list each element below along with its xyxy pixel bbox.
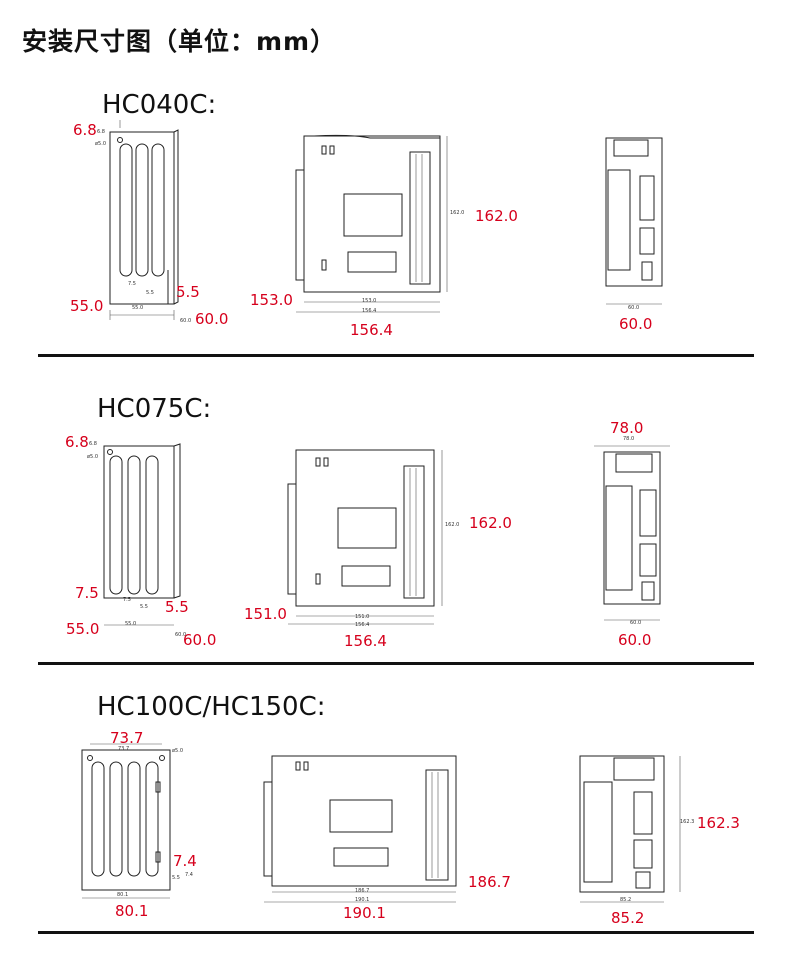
tiny-label: 162.0 [445,522,460,528]
tiny-label: 55.0 [125,621,137,627]
side-view-diagram [103,443,181,626]
tiny-label: ø5.0 [95,141,107,147]
body-view-diagram [263,755,457,903]
tiny-label: 60.0 [180,318,192,324]
dimension-label: 153.0 [250,291,293,309]
dimension-label: 190.1 [343,904,386,922]
tiny-label: 55.0 [132,305,144,311]
tiny-label: ø5.0 [87,454,99,460]
dimension-label: 7.5 [75,584,99,602]
side-view-diagram [109,120,179,320]
tiny-label: 78.0 [623,436,635,442]
tiny-label: 190.1 [355,897,370,903]
dimension-label: 6.8 [73,121,97,139]
front-view-diagram [594,445,670,621]
dimension-label: 151.0 [244,605,287,623]
body-view-diagram [287,449,443,625]
front-view-diagram [605,137,663,305]
tiny-label: 162.0 [450,210,465,216]
dimension-label: 162.0 [469,514,512,532]
front-view-diagram [579,755,681,903]
tiny-label: 6.8 [89,441,97,447]
tiny-label: 7.5 [128,281,136,287]
tiny-label: 60.0 [628,305,640,311]
side-view-diagram [81,743,171,899]
dimension-label: 156.4 [350,321,393,339]
dimension-label: 78.0 [610,419,644,437]
dimension-label: 80.1 [115,902,149,920]
dimension-label: 73.7 [110,729,144,747]
section-divider [38,662,754,665]
section-divider [38,354,754,357]
tiny-label: 7.4 [185,872,193,878]
dimension-label: 85.2 [611,909,645,927]
tiny-label: 162.3 [680,819,695,825]
body-view-diagram [295,134,448,313]
model-label-hc075c: HC075C: [97,394,212,424]
model-label-hc100c-hc150c: HC100C/HC150C: [97,692,326,722]
tiny-label: 156.4 [362,308,377,314]
tiny-label: 73.7 [118,746,130,752]
tiny-label: 153.0 [362,298,377,304]
dimension-label: 60.0 [183,631,217,649]
tiny-label: 5.5 [172,875,180,881]
dimension-label: 5.5 [165,598,189,616]
tiny-label: 60.0 [630,620,642,626]
dimension-label: 60.0 [619,315,653,333]
dimension-label: 55.0 [70,297,104,315]
dimension-label: 7.4 [173,852,197,870]
tiny-label: 186.7 [355,888,370,894]
dimension-label: 60.0 [195,310,229,328]
tiny-label: 156.4 [355,622,370,628]
tiny-label: 5.5 [146,290,154,296]
dimension-label: 186.7 [468,873,511,891]
tiny-label: 6.8 [97,129,105,135]
tiny-label: ø5.0 [172,748,184,754]
page-title: 安装尺寸图（单位：mm） [22,27,337,56]
tiny-label: 151.0 [355,614,370,620]
dimension-label: 60.0 [618,631,652,649]
tiny-label: 7.5 [123,597,131,603]
dimension-label: 6.8 [65,433,89,451]
dimension-label: 5.5 [176,283,200,301]
dimension-label: 162.0 [475,207,518,225]
dimension-label: 162.3 [697,814,740,832]
section-divider [38,931,754,934]
tiny-label: 80.1 [117,892,129,898]
dimension-label: 55.0 [66,620,100,638]
tiny-label: 60.0 [175,632,187,638]
tiny-label: 5.5 [140,604,148,610]
tiny-label: 85.2 [620,897,632,903]
model-label-hc040c: HC040C: [102,90,217,120]
dimension-label: 156.4 [344,632,387,650]
